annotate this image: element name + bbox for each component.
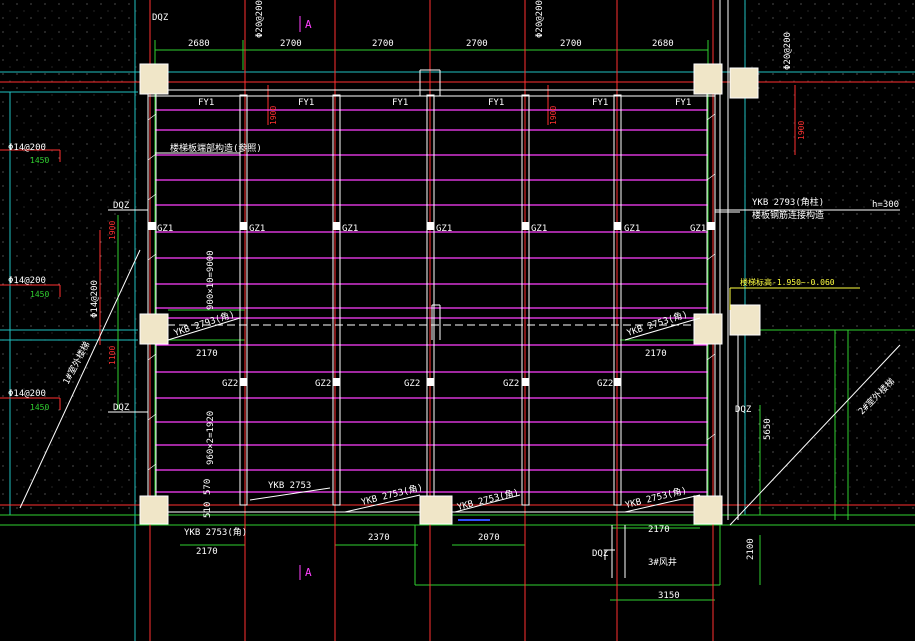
top-dim-6: 2680 (652, 39, 674, 49)
column (139, 63, 169, 95)
vdim-8: 570 (203, 479, 213, 495)
gz1-label: GZ1 (249, 224, 265, 234)
vdim-2: 1900 (549, 106, 558, 125)
stipple-right (740, 0, 915, 515)
left-rebar-1: Φ14@200 (8, 143, 46, 153)
bdim-1: 2170 (196, 349, 218, 359)
vdim-5: 1100 (108, 346, 117, 365)
column (419, 495, 453, 525)
ykb-bottom-2: YKB 2753(角) (360, 481, 424, 508)
ykb-bottom-3: YKB 2753(角) (456, 486, 520, 513)
column (693, 495, 723, 525)
left-rebar-2: Φ14@200 (8, 276, 46, 286)
vdim-3: 1900 (797, 121, 806, 140)
gz1-label: GZ1 (436, 224, 452, 234)
top-dim-5: 2700 (560, 39, 582, 49)
column (139, 313, 169, 345)
stair-diagonals (19, 152, 901, 560)
top-rebar-1: Φ20@200 (255, 0, 265, 38)
bdim-5: 2070 (478, 533, 500, 543)
left-rebar-3: Φ14@200 (8, 389, 46, 399)
left-len-3: 1450 (30, 403, 49, 412)
gz-blocks (148, 222, 715, 386)
shaft-label: 3#风井 (648, 556, 677, 568)
gz2-label: GZ2 (503, 379, 519, 389)
dqz-label: DQZ (592, 549, 609, 559)
dqz-label: DQZ (152, 13, 169, 23)
top-dim-1: 2680 (188, 39, 210, 49)
gz1-label: GZ1 (157, 224, 173, 234)
vdim-11: 2100 (746, 538, 756, 560)
bdim-7: 3150 (658, 591, 680, 601)
h300-label: h=300 (872, 200, 899, 210)
fy-label: FY1 (488, 98, 504, 108)
ykb-bottom-left: YKB 2753(角) (184, 526, 247, 538)
elev-note: 楼梯标高-1.950~-0.060 (740, 277, 835, 287)
section-mark-top: A (305, 18, 312, 31)
dimension-lines (0, 40, 915, 601)
gz2-label: GZ2 (315, 379, 331, 389)
top-rebar-2: Φ20@200 (535, 0, 545, 38)
column (139, 495, 169, 525)
vdim-10: 5650 (763, 418, 773, 440)
ykb-right-mid: YKB 2753(角) (625, 308, 689, 339)
ykb-bottom-4: YKB 2753(角) (624, 484, 688, 511)
gz2-label: GZ2 (404, 379, 420, 389)
column (693, 63, 723, 95)
wall-hatch (147, 113, 716, 471)
column (729, 304, 761, 336)
gz1-label: GZ1 (342, 224, 358, 234)
top-dim-2: 2700 (280, 39, 302, 49)
top-dim-3: 2700 (372, 39, 394, 49)
dqz-label: DQZ (113, 201, 130, 211)
top-dim-4: 2700 (466, 39, 488, 49)
fy-label: FY1 (298, 98, 314, 108)
stipple-left (0, 0, 138, 515)
fy-label: FY1 (592, 98, 608, 108)
gz1-label: GZ1 (531, 224, 547, 234)
slab-strips (155, 109, 708, 493)
dqz-label: DQZ (735, 405, 752, 415)
ykb-bottom-1: YKB 2753 (268, 481, 311, 491)
dqz-label: DQZ (113, 403, 130, 413)
fy-label: FY1 (392, 98, 408, 108)
gz1-label: GZ1 (624, 224, 640, 234)
gz1-label: GZ1 (690, 224, 706, 234)
vdim-9: 510 (203, 502, 213, 518)
left-vert-rebar: Φ14@200 (90, 280, 100, 318)
bdim-4: 2370 (368, 533, 390, 543)
walls (147, 0, 739, 578)
fy-label: FY1 (198, 98, 214, 108)
right-note: 楼板钢筋连接构造 (752, 209, 824, 221)
left-len-2: 1450 (30, 290, 49, 299)
gz2-label: GZ2 (597, 379, 613, 389)
bdim-3: 2170 (196, 547, 218, 557)
bdim-2: 2170 (645, 349, 667, 359)
ykb-left-mid: YKB 2793(角) (172, 308, 236, 339)
section-mark-bottom: A (305, 566, 312, 579)
column (729, 67, 759, 99)
bdim-6: 2170 (648, 525, 670, 535)
vdim-4: 1900 (108, 221, 117, 240)
fy-label: FY1 (675, 98, 691, 108)
top-note: 楼梯板端部构造(参照) (170, 142, 262, 154)
left-len-1: 1450 (30, 156, 49, 165)
vdim-6: 900×10=9000 (206, 250, 216, 310)
gz2-label: GZ2 (222, 379, 238, 389)
ykb-right-top: YKB 2793(角柱) (752, 196, 824, 208)
top-rebar-3: Φ20@200 (783, 32, 793, 70)
columns (139, 63, 761, 525)
vdim-7: 960×2=1920 (206, 411, 216, 465)
column (693, 313, 723, 345)
vdim-1: 1900 (269, 106, 278, 125)
